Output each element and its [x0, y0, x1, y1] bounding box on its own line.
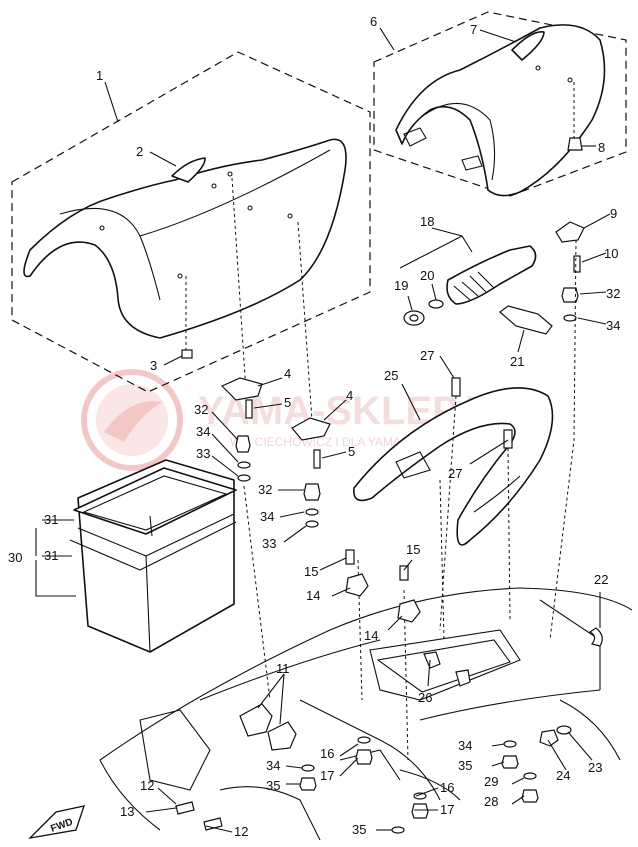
callout-35a: 35 — [266, 778, 280, 793]
rear-seat-grip — [511, 31, 545, 61]
callout-31b: 31 — [44, 548, 58, 563]
callout-4b: 4 — [346, 388, 353, 403]
callout-15a: 15 — [304, 564, 318, 579]
grommet — [181, 349, 193, 359]
callout-32b: 32 — [258, 482, 272, 497]
bracket — [499, 305, 553, 335]
front-latch-hardware — [220, 377, 331, 701]
rear-latch-hardware — [549, 221, 585, 641]
callout-5b: 5 — [348, 444, 355, 459]
callout-34f: 35 — [352, 822, 366, 837]
callout-11: 11 — [276, 661, 290, 676]
callout-21: 21 — [510, 354, 524, 369]
storage-bin — [69, 459, 237, 653]
direction-arrow-icon: FWD — [28, 805, 85, 839]
front-seat — [23, 138, 347, 339]
callout-35b: 35 — [458, 758, 472, 773]
callout-32c: 32 — [606, 286, 620, 301]
callout-22: 22 — [594, 572, 608, 587]
callout-33b: 33 — [262, 536, 276, 551]
callout-34a: 34 — [196, 424, 210, 439]
callout-2: 2 — [136, 144, 143, 159]
callout-1: 1 — [96, 68, 103, 83]
callout-14b: 14 — [364, 628, 378, 643]
callout-5a: 5 — [284, 395, 291, 410]
callout-16b: 16 — [440, 780, 454, 795]
callout-20: 20 — [420, 268, 434, 283]
hull-deck — [99, 479, 633, 841]
callout-14a: 14 — [306, 588, 320, 603]
callout-29: 29 — [484, 774, 498, 789]
front-seat-grip — [171, 157, 206, 183]
callout-13: 13 — [120, 804, 134, 819]
grommet — [567, 137, 583, 151]
callout-28: 28 — [484, 794, 498, 809]
front-seat-assembly — [11, 51, 371, 421]
callout-6: 6 — [370, 14, 377, 29]
rear-seat-assembly — [373, 11, 627, 197]
callout-34d: 34 — [266, 758, 280, 773]
leader-lines — [35, 27, 611, 833]
callout-34b: 34 — [260, 509, 274, 524]
callout-19: 19 — [394, 278, 408, 293]
bin-rim — [73, 467, 237, 535]
filler-parts — [403, 245, 553, 335]
callout-34e: 34 — [458, 738, 472, 753]
callout-27b: 27 — [448, 466, 462, 481]
callout-23: 23 — [588, 760, 602, 775]
callout-16a: 16 — [320, 746, 334, 761]
grab-handle — [353, 377, 554, 631]
circle-logo-icon — [81, 369, 183, 471]
callout-24: 24 — [556, 768, 570, 783]
callout-7: 7 — [470, 22, 477, 37]
callout-17a: 17 — [320, 768, 334, 783]
callout-26: 26 — [418, 690, 432, 705]
filler-hose — [446, 245, 537, 305]
small-hardware: FWD — [28, 549, 603, 839]
callout-10: 10 — [604, 246, 618, 261]
callout-12a: 12 — [140, 778, 154, 793]
callout-8: 8 — [598, 140, 605, 155]
callout-4a: 4 — [284, 366, 291, 381]
rear-seat — [395, 24, 606, 197]
callout-12b: 12 — [234, 824, 248, 839]
callout-34c: 34 — [606, 318, 620, 333]
o-ring — [428, 299, 444, 309]
callout-25: 25 — [384, 368, 398, 383]
callout-18: 18 — [420, 214, 434, 229]
callout-33a: 33 — [196, 446, 210, 461]
callout-27a: 27 — [420, 348, 434, 363]
callout-30: 30 — [8, 550, 22, 565]
callout-32a: 32 — [194, 402, 208, 417]
callout-9: 9 — [610, 206, 617, 221]
callout-31a: 31 — [44, 512, 58, 527]
callout-3: 3 — [150, 358, 157, 373]
callout-labels: 1 2 3 4 4 5 5 6 7 8 9 10 11 12 12 13 14 … — [8, 14, 620, 839]
watermark-subtitle: WŁ. CIECHOWICZ I DLA YAMAHA — [230, 435, 418, 449]
callout-17b: 17 — [440, 802, 454, 817]
callout-15b: 15 — [406, 542, 420, 557]
